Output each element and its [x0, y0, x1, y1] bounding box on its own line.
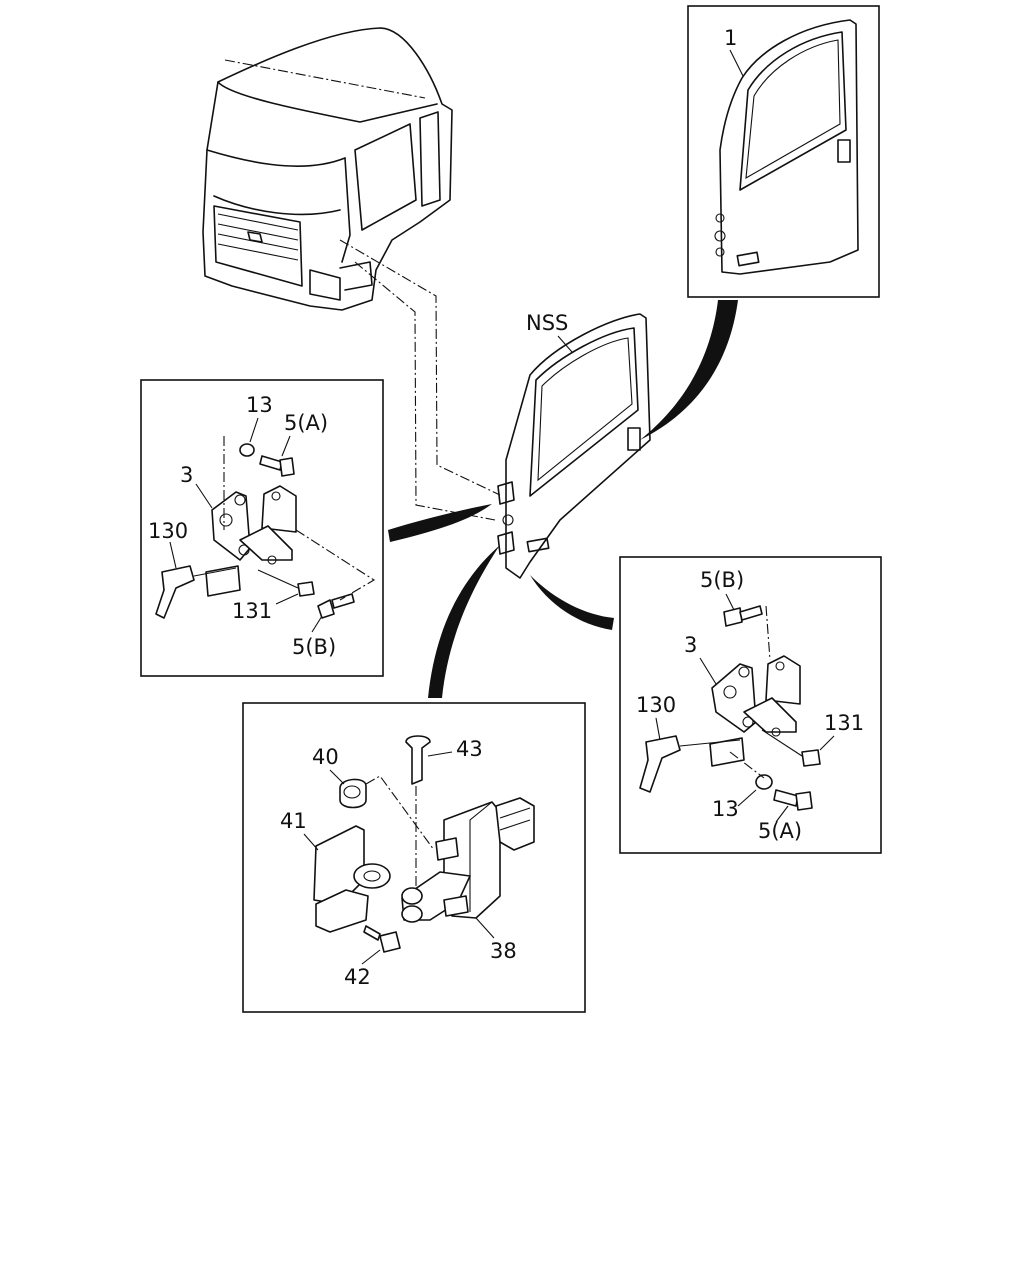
label-lower-bolt-5a: 5(A) [758, 819, 802, 843]
hinge-lower-illustration [639, 605, 821, 811]
label-upper-bolt-5a: 5(A) [284, 411, 328, 435]
label-upper-bolt-5b: 5(B) [292, 635, 336, 659]
leaders-upper-hinge [169, 417, 323, 633]
leader-nss [557, 335, 573, 353]
label-check-link-38: 38 [490, 939, 517, 963]
label-door-panel: 1 [724, 26, 737, 50]
door-panel-illustration [714, 19, 859, 275]
door-panel-box [687, 5, 880, 298]
label-lower-plate-130: 130 [636, 693, 676, 717]
label-check-bolt-42: 42 [344, 965, 371, 989]
label-upper-plate-130: 130 [148, 519, 188, 543]
leaders-lower-hinge [655, 593, 835, 823]
door-nss-illustration [497, 313, 651, 579]
leaders-check-link [303, 751, 495, 965]
hinge-upper-box [140, 379, 384, 677]
label-lower-bolt-5b: 5(B) [700, 568, 744, 592]
label-upper-nut-13: 13 [246, 393, 273, 417]
label-lower-hinge-3: 3 [684, 633, 697, 657]
label-upper-screw-131: 131 [232, 599, 272, 623]
hinge-upper-illustration [155, 436, 376, 619]
connector-door-panel [640, 300, 738, 440]
check-link-box [242, 702, 586, 1013]
connector-check-link [428, 545, 500, 698]
label-check-nut-40: 40 [312, 745, 339, 769]
hinge-lower-box [619, 556, 882, 854]
connector-lower-hinge [530, 575, 614, 630]
label-nss: NSS [526, 311, 568, 335]
label-upper-hinge-3: 3 [180, 463, 193, 487]
leader-door-panel [729, 49, 744, 77]
check-link-illustration [313, 735, 535, 953]
connector-upper-hinge [388, 504, 492, 542]
label-lower-nut-13: 13 [712, 797, 739, 821]
label-lower-screw-131: 131 [824, 711, 864, 735]
label-check-pin-43: 43 [456, 737, 483, 761]
label-check-bracket-41: 41 [280, 809, 307, 833]
